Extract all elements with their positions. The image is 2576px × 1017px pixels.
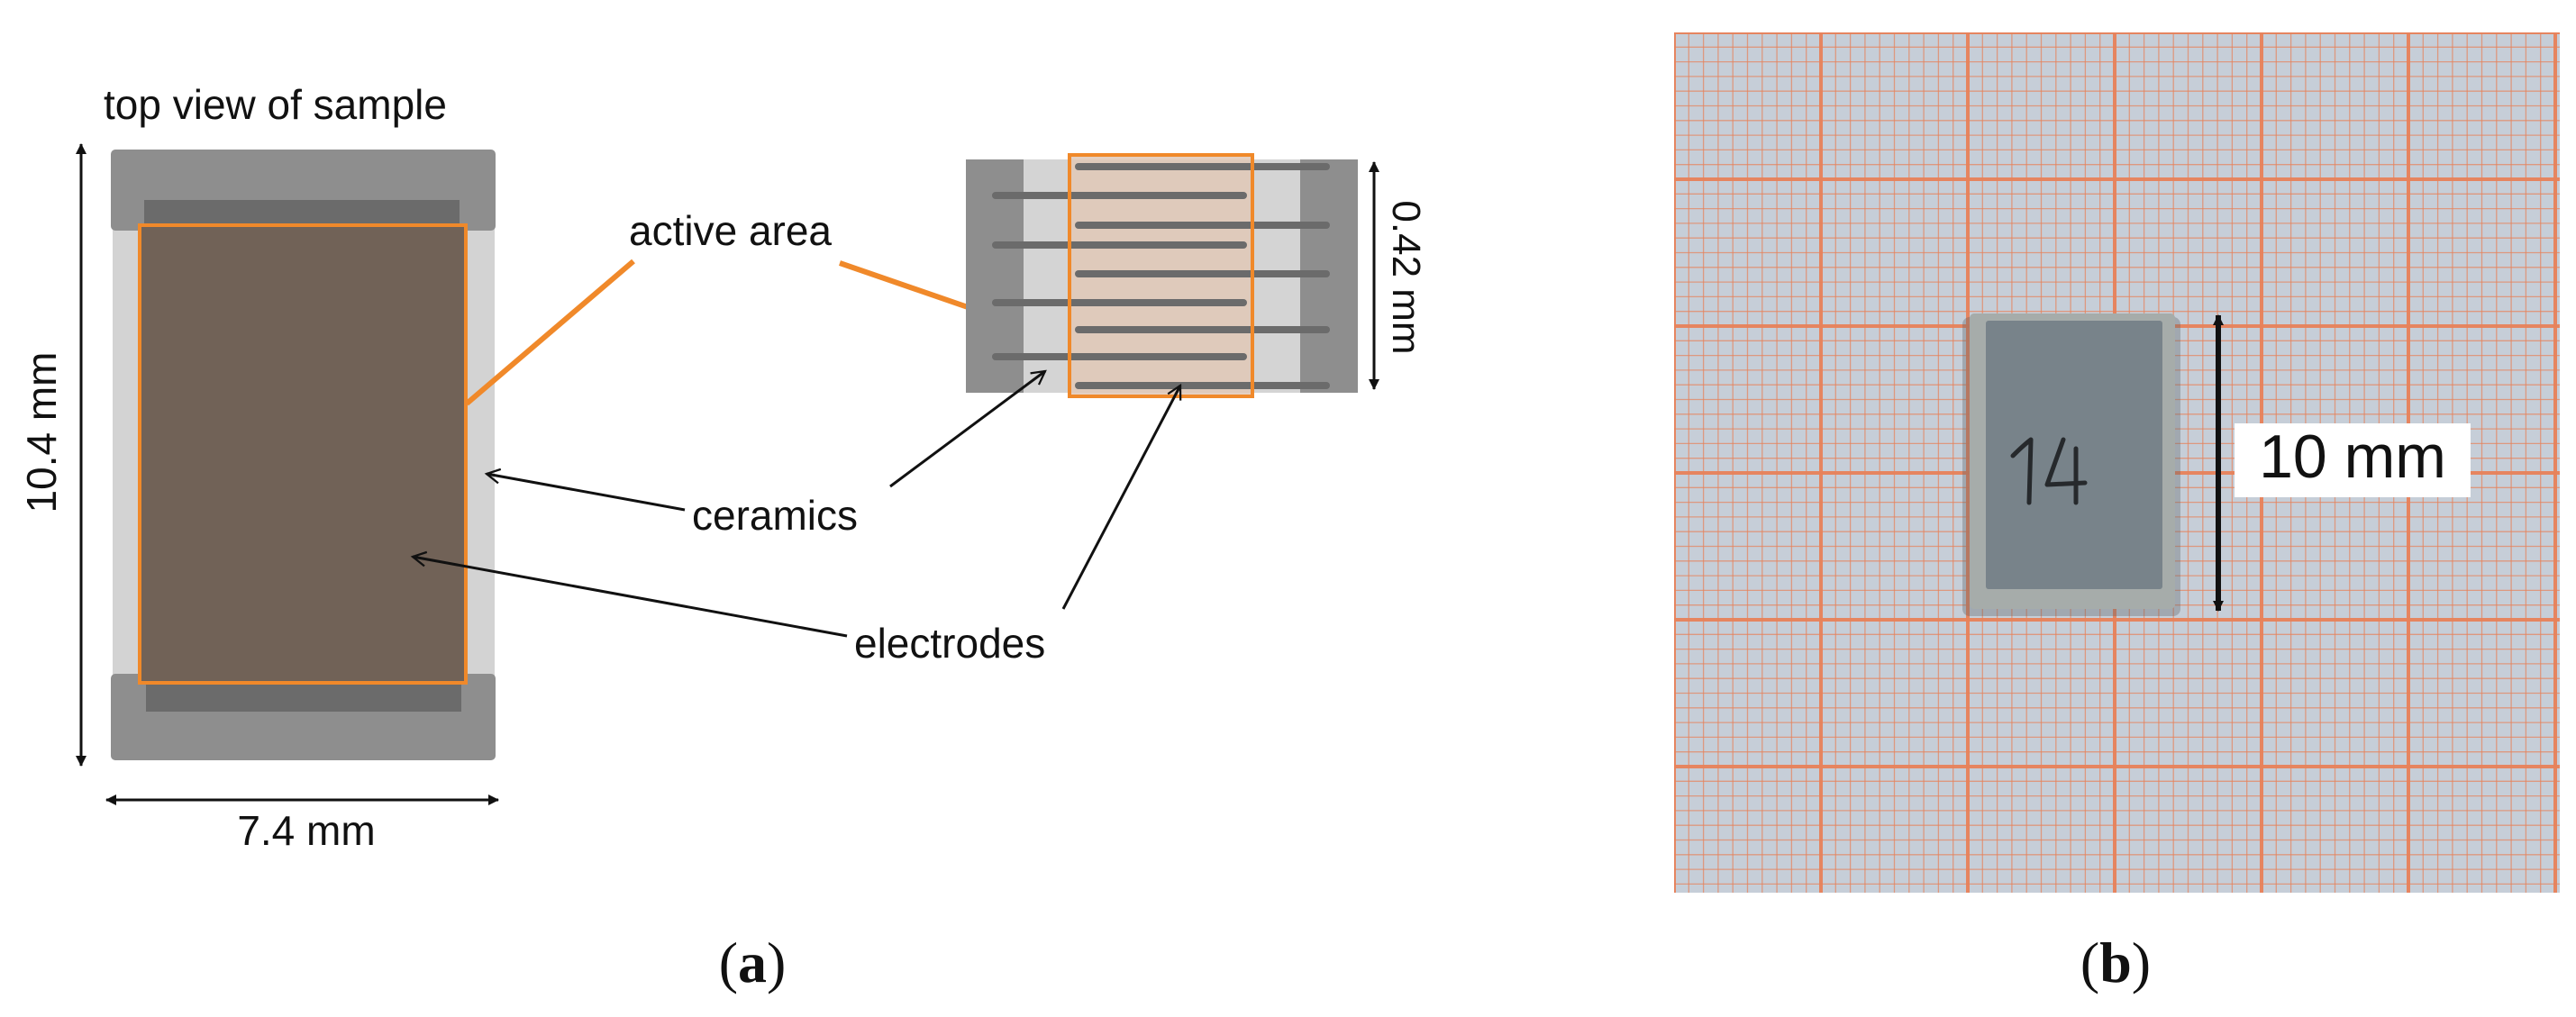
active-area-leader-left — [465, 259, 635, 406]
top-view-label: top view of sample — [104, 81, 447, 128]
caption-b-letter: b — [2099, 931, 2132, 994]
ceramics-label: ceramics — [692, 492, 858, 539]
caption-a-letter: a — [738, 931, 767, 994]
sample-marking-stroke-one — [2010, 437, 2034, 505]
thickness-dimension-label: 0.42 mm — [1384, 200, 1428, 354]
top-end-cap-inner — [144, 200, 460, 227]
sample-photo — [1674, 32, 2560, 893]
sample-top-view — [111, 150, 496, 760]
caption-a-close: ) — [767, 931, 786, 994]
dimension-label-background — [2235, 423, 2471, 497]
electrodes-arrow-top-view — [413, 557, 848, 638]
ceramics-arrow-top-view — [487, 474, 686, 512]
height-dimension-label: 10.4 mm — [18, 352, 65, 513]
caption-b: (b) — [2080, 931, 2151, 994]
cross-section-active-outline — [1068, 153, 1254, 398]
panel-a: top view of sample 10.4 mm 7.4 mm active… — [18, 81, 1428, 994]
electrodes-label: electrodes — [854, 620, 1045, 667]
ceramics-arrow-cross-section — [889, 371, 1045, 488]
dimension-label-10mm: 10 mm — [2259, 422, 2446, 491]
caption-a: (a) — [719, 931, 787, 994]
sample-cross-section — [966, 153, 1358, 398]
sample-marking-stroke-four — [2044, 437, 2088, 505]
caption-b-open: ( — [2080, 931, 2099, 994]
panel-b: 10 mm (b) — [1674, 32, 2560, 994]
caption-b-close: ) — [2132, 931, 2151, 994]
active-area-outline — [138, 223, 468, 685]
electrodes-arrow-cross-section — [1061, 386, 1182, 610]
caption-a-open: ( — [719, 931, 738, 994]
width-dimension-label: 7.4 mm — [237, 807, 375, 854]
active-area-label: active area — [629, 207, 832, 254]
internal-electrodes — [992, 163, 1330, 389]
electrode-area — [140, 225, 466, 683]
